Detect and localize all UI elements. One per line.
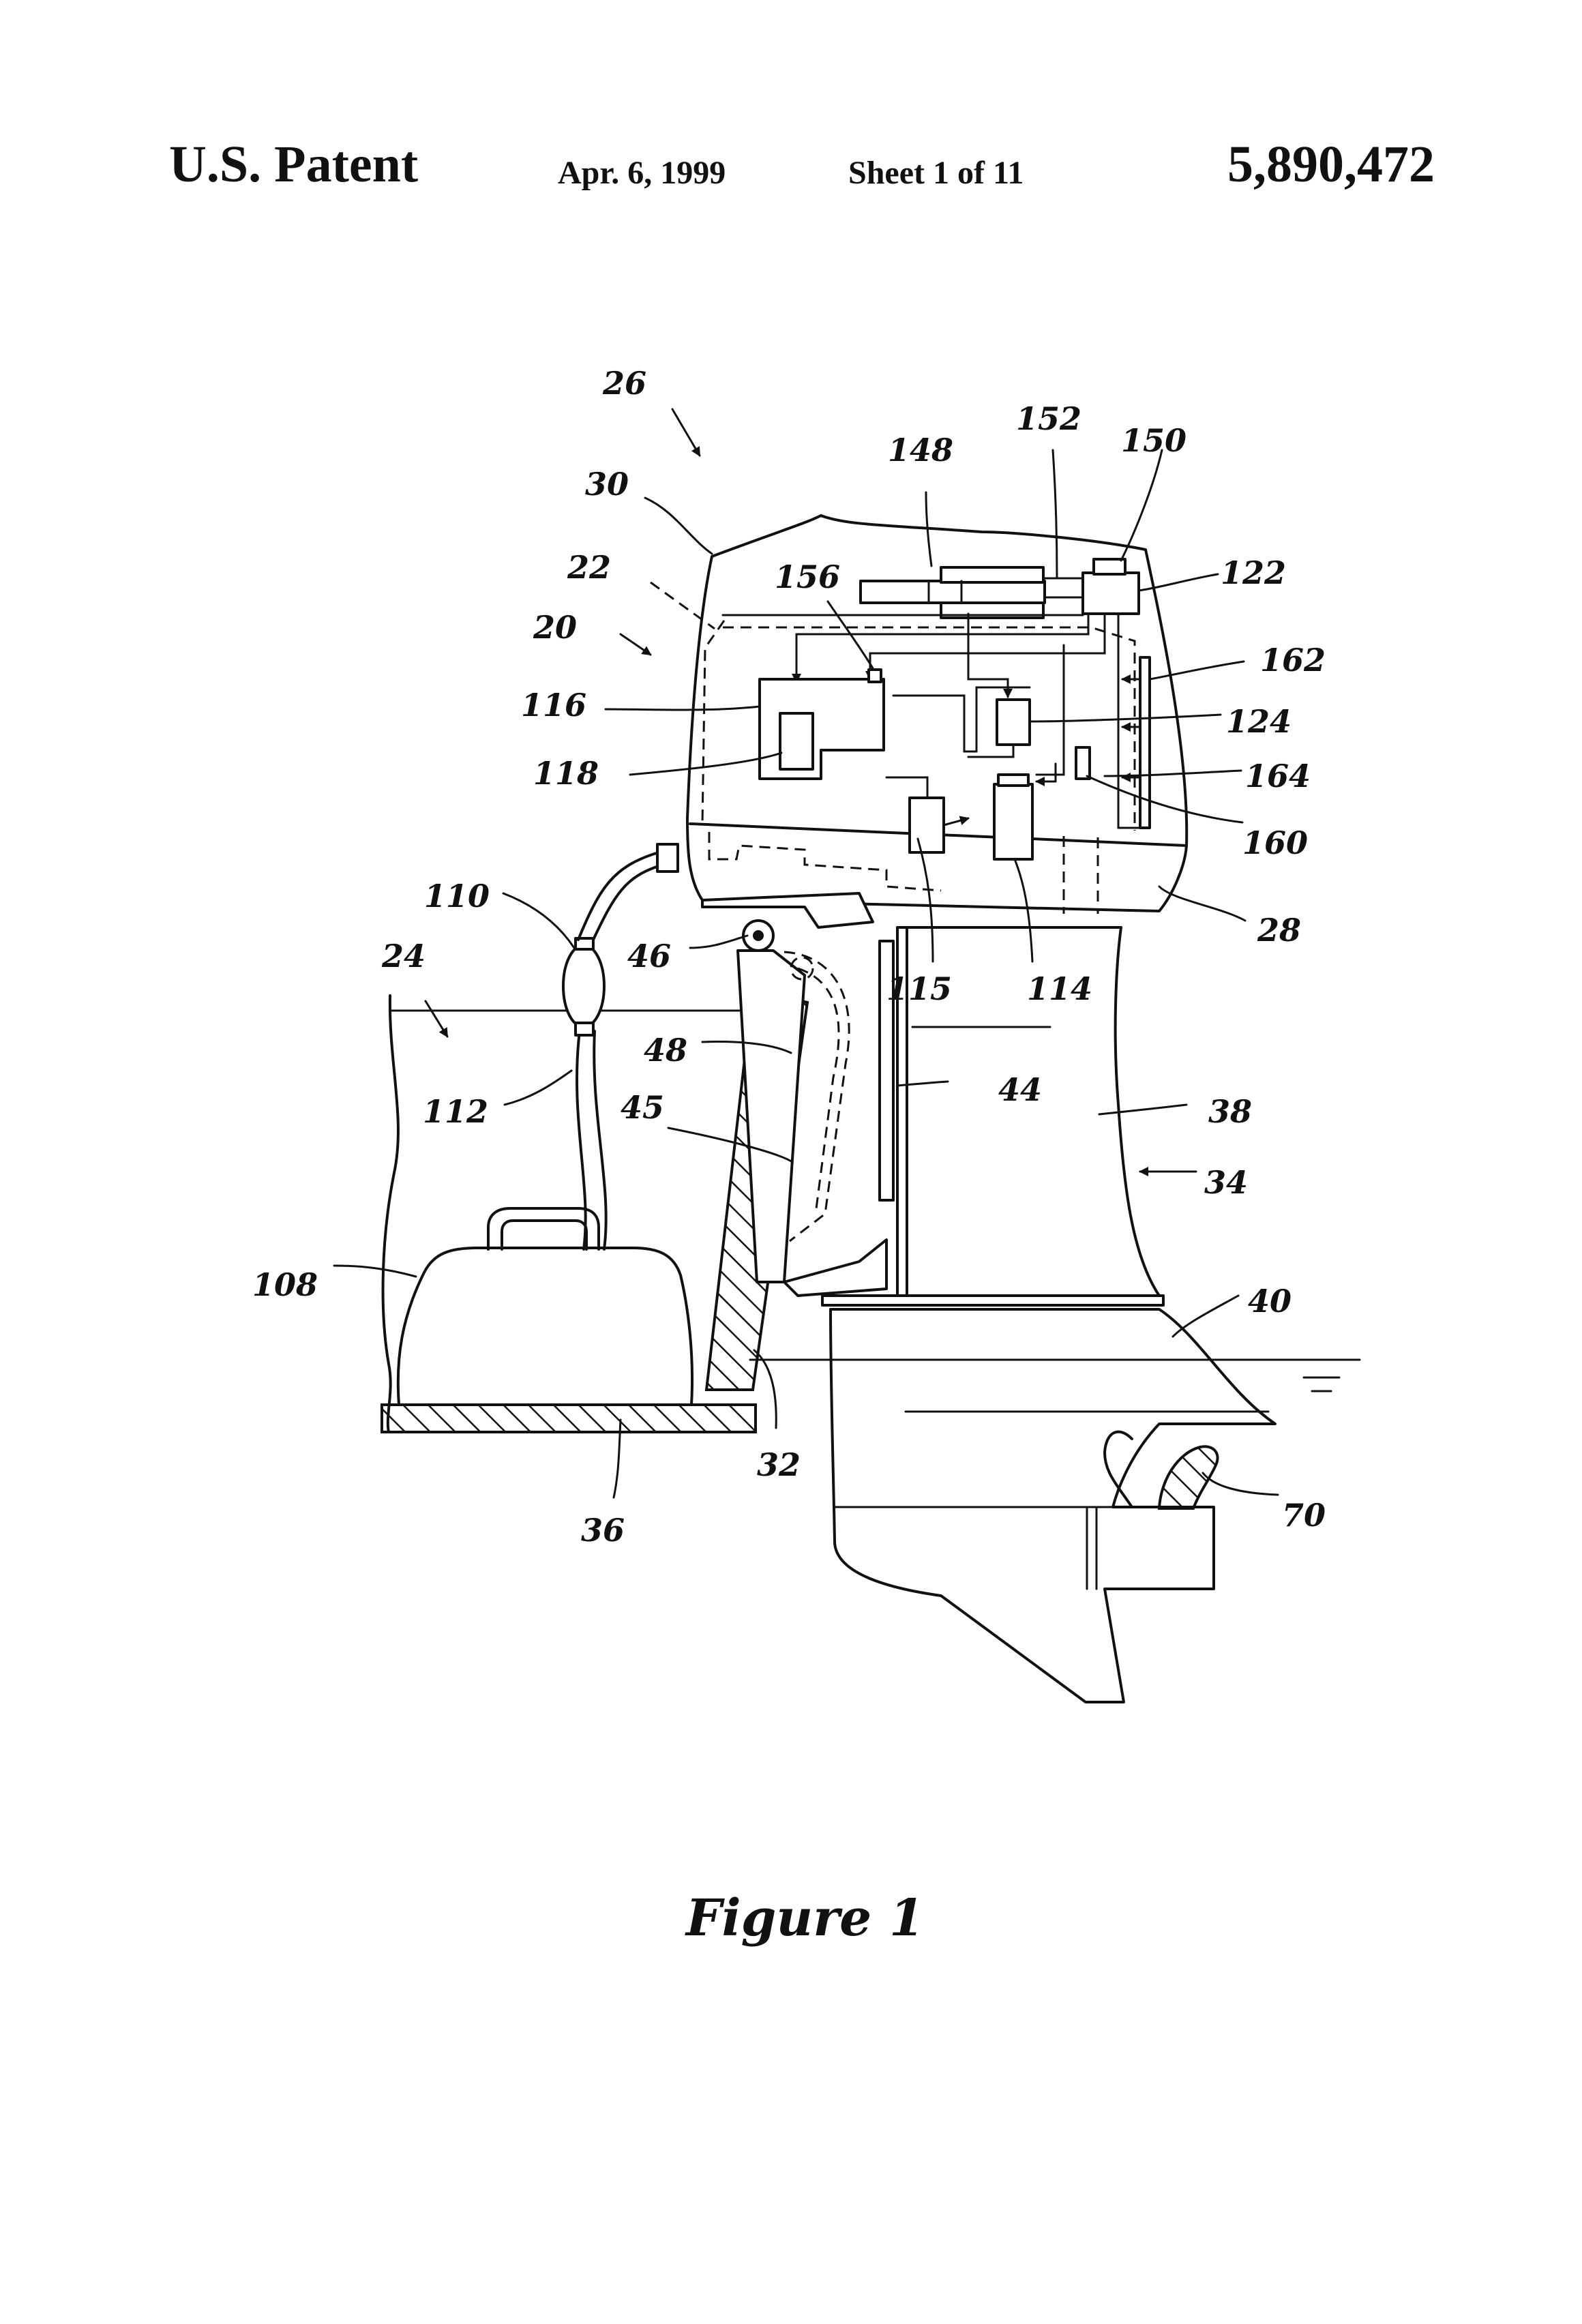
ref-26: 26 xyxy=(602,365,646,402)
ref-112: 112 xyxy=(423,1093,488,1130)
ref-38: 38 xyxy=(1208,1093,1252,1130)
sensor-124 xyxy=(997,700,1030,745)
ref-24: 24 xyxy=(381,938,426,974)
ref-122: 122 xyxy=(1221,554,1286,591)
ref-30: 30 xyxy=(585,466,629,503)
ref-34: 34 xyxy=(1204,1164,1248,1201)
ref-152: 152 xyxy=(1016,400,1081,437)
ref-46: 46 xyxy=(627,938,671,974)
fuel-pump-115 xyxy=(910,798,944,852)
ref-28: 28 xyxy=(1257,912,1301,949)
ref-160: 160 xyxy=(1242,824,1308,861)
flywheel xyxy=(861,581,1045,603)
ref-22: 22 xyxy=(567,549,611,586)
lower-unit xyxy=(831,1309,1275,1702)
ref-118: 118 xyxy=(533,755,599,792)
ref-114: 114 xyxy=(1027,970,1092,1007)
ref-124: 124 xyxy=(1226,703,1292,740)
controller-module xyxy=(1083,573,1139,614)
ref-150: 150 xyxy=(1121,422,1186,459)
injector-114 xyxy=(994,784,1032,859)
ref-115: 115 xyxy=(886,970,952,1007)
primer-bulb xyxy=(563,945,604,1027)
ref-44: 44 xyxy=(998,1071,1042,1108)
ref-164: 164 xyxy=(1245,758,1311,794)
sensor-bar-162 xyxy=(1140,657,1150,828)
sensor-164 xyxy=(1076,747,1090,779)
ref-162: 162 xyxy=(1260,642,1326,679)
ref-45: 45 xyxy=(621,1089,664,1126)
figure-caption: Figure 1 xyxy=(685,1889,925,1948)
ref-110: 110 xyxy=(424,878,490,914)
ref-20: 20 xyxy=(533,609,577,646)
ref-156: 156 xyxy=(775,558,840,595)
ecu-memory-118 xyxy=(780,713,813,769)
ref-148: 148 xyxy=(888,432,953,468)
ref-48: 48 xyxy=(644,1032,687,1069)
outboard-motor xyxy=(687,516,1275,1702)
ref-40: 40 xyxy=(1248,1283,1292,1320)
hull-floor xyxy=(382,1405,756,1432)
ref-108: 108 xyxy=(252,1266,318,1303)
ref-70: 70 xyxy=(1282,1497,1326,1534)
ref-116: 116 xyxy=(521,687,586,724)
fuel-tank xyxy=(398,1208,692,1405)
ref-36: 36 xyxy=(581,1512,625,1549)
ref-32: 32 xyxy=(757,1446,801,1483)
